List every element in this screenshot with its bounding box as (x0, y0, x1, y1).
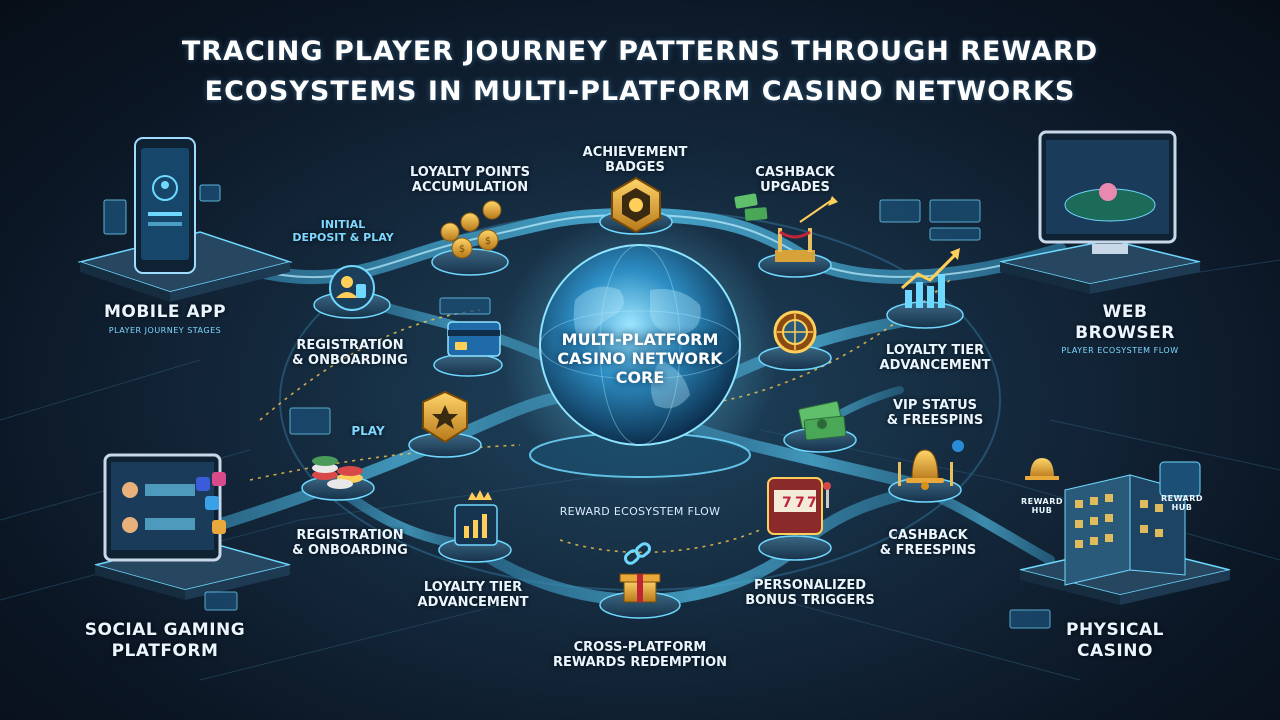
gift-chain-icon (619, 542, 661, 603)
initial-deposit-line-1: INITIAL (320, 218, 366, 231)
user-profile-icon (329, 265, 375, 311)
floating-data-panels (204, 199, 1051, 629)
personalized-bonus-line-1: PERSONALIZED (754, 578, 866, 593)
achievement-badges-label: ACHIEVEMENT BADGES (565, 145, 705, 175)
mobile-app-sublabel: PLAYER JOURNEY STAGES (108, 326, 222, 335)
reward-hub-label-1: REWARD HUB (1020, 497, 1064, 515)
svg-text:$: $ (485, 236, 491, 247)
physical-casino-line-2: CASINO (1077, 641, 1153, 661)
web-browser-label: WEB BROWSER (1060, 302, 1190, 344)
tier-chart-icon (454, 490, 498, 546)
globe-continents (573, 286, 701, 409)
network-core-label: MULTI-PLATFORM CASINO NETWORK CORE (530, 330, 750, 387)
registration-bottom-label: REGISTRATION & ONBOARDING (280, 528, 420, 558)
page-title: TRACING PLAYER JOURNEY PATTERNS THROUGH … (0, 32, 1280, 112)
core-line-3: CORE (615, 368, 665, 387)
svg-text:$: $ (459, 244, 465, 255)
credit-card-icon (447, 321, 501, 357)
physical-casino-label: PHYSICAL CASINO (1045, 620, 1185, 662)
web-browser-line-2: BROWSER (1075, 323, 1175, 343)
cashback-freespins-line-2: & FREESPINS (879, 543, 977, 558)
achievement-line-2: BADGES (605, 160, 665, 175)
svg-text:7: 7 (807, 495, 817, 511)
bell-icon (898, 440, 964, 490)
social-gaming-platform (94, 453, 291, 600)
loyalty-points-line-2: ACCUMULATION (411, 180, 529, 195)
cross-platform-line-2: REWARDS REDEMPTION (552, 655, 728, 670)
cashback-upgrades-line-2: UPGADES (760, 180, 830, 195)
cashback-upgrades-label: CASHBACK UPGADES (740, 165, 850, 195)
registration-top-label: REGISTRATION & ONBOARDING (280, 338, 420, 368)
loyalty-points-line-1: LOYALTY POINTS (409, 165, 531, 180)
cashback-freespins-line-1: CASHBACK (888, 528, 968, 543)
social-gaming-line-2: PLATFORM (111, 641, 219, 661)
achievement-line-1: ACHIEVEMENT (582, 145, 688, 160)
personalized-bonus-line-2: BONUS TRIGGERS (745, 593, 875, 608)
web-browser-sublabel: PLAYER ECOSYSTEM FLOW (1061, 346, 1179, 355)
loyalty-tier-right-label: LOYALTY TIER ADVANCEMENT (870, 343, 1000, 373)
star-shield-icon (422, 390, 468, 444)
cashback-freespins-label: CASHBACK & FREESPINS (868, 528, 988, 558)
registration-bottom-line-2: & ONBOARDING (292, 543, 408, 558)
mobile-app-platform (77, 137, 293, 302)
cashback-upgrades-line-1: CASHBACK (755, 165, 835, 180)
title-line-1: TRACING PLAYER JOURNEY PATTERNS THROUGH … (181, 36, 1099, 67)
vip-status-line-1: VIP STATUS (892, 398, 977, 413)
casino-chips-icon (312, 456, 363, 489)
cross-platform-line-1: CROSS-PLATFORM (573, 640, 707, 655)
cash-stack-icon (798, 400, 847, 441)
web-browser-line-1: WEB (1102, 302, 1148, 322)
personalized-bonus-label: PERSONALIZED BONUS TRIGGERS (740, 578, 880, 608)
registration-top-line-1: REGISTRATION (296, 338, 404, 353)
vip-rope-icon (734, 193, 838, 262)
title-line-2: ECOSYSTEMS IN MULTI-PLATFORM CASINO NETW… (204, 76, 1076, 107)
mobile-app-label: MOBILE APP (103, 302, 227, 322)
loyalty-tier-bottom-label: LOYALTY TIER ADVANCEMENT (408, 580, 538, 610)
physical-casino-platform (1019, 458, 1231, 605)
slot-machine-icon: 7 7 7 (767, 477, 831, 535)
growth-chart-icon (901, 248, 960, 308)
cross-platform-redemption-label: CROSS-PLATFORM REWARDS REDEMPTION (545, 640, 735, 670)
web-browser-platform (999, 130, 1201, 294)
loyalty-tier-right-line-1: LOYALTY TIER (885, 343, 985, 358)
social-gaming-line-1: SOCIAL GAMING (84, 620, 246, 640)
core-line-2: CASINO NETWORK (557, 349, 723, 368)
loyalty-tier-bottom-line-1: LOYALTY TIER (423, 580, 523, 595)
gold-coins-icon: $ $ (440, 200, 502, 259)
loyalty-tier-right-line-2: ADVANCEMENT (879, 358, 991, 373)
play-badge-label: PLAY (351, 424, 385, 438)
vip-status-line-2: & FREESPINS (886, 413, 984, 428)
physical-casino-line-1: PHYSICAL (1065, 620, 1165, 640)
registration-top-line-2: & ONBOARDING (292, 353, 408, 368)
loyalty-tier-bottom-line-2: ADVANCEMENT (417, 595, 529, 610)
core-line-1: MULTI-PLATFORM (561, 330, 719, 349)
svg-text:7: 7 (795, 495, 805, 511)
roulette-wheel-icon (773, 310, 817, 354)
loyalty-points-label: LOYALTY POINTS ACCUMULATION (395, 165, 545, 195)
achievement-badge-icon (611, 176, 661, 234)
svg-text:7: 7 (782, 495, 792, 511)
reward-flow-label: REWARD ECOSYSTEM FLOW (559, 505, 721, 518)
social-gaming-label: SOCIAL GAMING PLATFORM (75, 620, 255, 662)
reward-hub-label-2: REWARD HUB (1160, 494, 1204, 512)
registration-bottom-line-1: REGISTRATION (296, 528, 404, 543)
globe-icon (539, 244, 741, 446)
initial-deposit-label: INITIAL DEPOSIT & PLAY (278, 218, 408, 244)
initial-deposit-line-2: DEPOSIT & PLAY (292, 231, 394, 244)
vip-status-label: VIP STATUS & FREESPINS (875, 398, 995, 428)
